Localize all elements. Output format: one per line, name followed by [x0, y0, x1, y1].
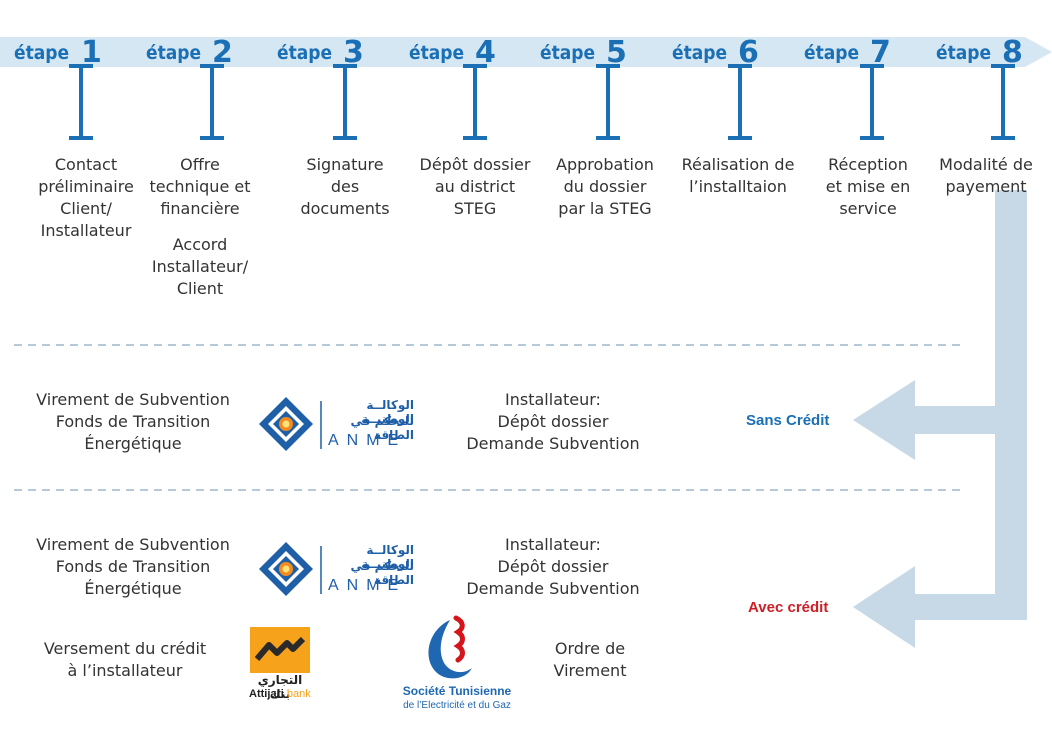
step-number: 1	[81, 35, 102, 70]
step-word: étape	[14, 42, 70, 64]
step-6-heading: étape 6	[672, 34, 782, 68]
description-line: Approbation	[556, 155, 654, 174]
step-7-marker	[860, 64, 884, 140]
description-line: financière	[160, 199, 240, 218]
payment-flow-bar	[995, 190, 1027, 620]
step-6-marker	[728, 64, 752, 140]
step-word: étape	[804, 42, 860, 64]
step-4-heading: étape 4	[409, 34, 519, 68]
description-line: Installateur/	[151, 257, 249, 276]
description-line: Modalité de	[939, 155, 1033, 174]
step-number: 2	[212, 35, 233, 70]
step-3-marker	[333, 64, 357, 140]
avec-credit-label: Avec crédit	[748, 599, 829, 616]
step-5-heading: étape 5	[540, 34, 650, 68]
description-line: service	[839, 199, 897, 218]
step-2-marker	[200, 64, 224, 140]
step-1-marker	[69, 64, 93, 140]
step-number: 6	[738, 35, 759, 70]
step-8-marker	[991, 64, 1015, 140]
step-7-description: Réception et mise en service	[803, 154, 933, 220]
step-number: 7	[870, 35, 891, 70]
description-line: l’installtaion	[689, 177, 787, 196]
description-line	[135, 220, 265, 234]
description-line: des	[330, 177, 360, 196]
sans-credit-label: Sans Crédit	[746, 412, 830, 429]
step-3-description: Signature des documents	[280, 154, 410, 220]
description-line: par la STEG	[558, 199, 652, 218]
sans-credit-arrow	[853, 380, 995, 460]
step-number: 3	[343, 35, 364, 70]
description-line: Signature	[306, 155, 384, 174]
step-word: étape	[277, 42, 333, 64]
description-line: Client/	[60, 199, 112, 218]
step-7-heading: étape 7	[804, 34, 914, 68]
step-number: 4	[475, 35, 496, 70]
step-8-heading: étape 8	[936, 34, 1046, 68]
step-number: 5	[606, 35, 627, 70]
description-line: Installateur	[40, 221, 132, 240]
description-line: Réception	[828, 155, 908, 174]
step-number: 8	[1002, 35, 1023, 70]
description-line: au district	[434, 177, 516, 196]
description-line: STEG	[453, 199, 497, 218]
description-line: technique et	[149, 177, 251, 196]
description-line: documents	[300, 199, 390, 218]
description-line: Offre	[180, 155, 220, 174]
timeline-chevrons	[118, 37, 952, 67]
anme-logo: الوكالــة الوطنيــة للتحكم في الطاقة ANM…	[258, 395, 418, 453]
step-word: étape	[672, 42, 728, 64]
step-4-marker	[463, 64, 487, 140]
step-word: étape	[936, 42, 992, 64]
description-line: Dépôt dossier	[419, 155, 531, 174]
step-3-heading: étape 3	[277, 34, 387, 68]
step-1-heading: étape 1	[14, 34, 124, 68]
avec-credit-arrow	[853, 566, 1027, 648]
description-line: payement	[945, 177, 1027, 196]
description-line: Client	[176, 279, 224, 298]
anme-logo: الوكالــة الوطنيــة للتحكم في الطاقة ANM…	[258, 540, 418, 598]
description-line: Réalisation de	[681, 155, 795, 174]
step-5-description: Approbation du dossier par la STEG	[540, 154, 670, 220]
step-word: étape	[146, 42, 202, 64]
step-word: étape	[540, 42, 596, 64]
step-8-description: Modalité de payement	[922, 154, 1050, 198]
description-line: Accord	[172, 235, 228, 254]
description-line: préliminaire	[38, 177, 134, 196]
attijari-bank-logo: التجاري بنك Attijari bank	[247, 625, 337, 705]
steg-logo: Société Tunisienne de l’Electricité et d…	[392, 612, 522, 722]
step-word: étape	[409, 42, 465, 64]
step-2-heading: étape 2	[146, 34, 256, 68]
description-line: du dossier	[563, 177, 647, 196]
step-6-description: Réalisation de l’installtaion	[673, 154, 803, 198]
description-line: Contact	[54, 155, 118, 174]
step-5-marker	[596, 64, 620, 140]
description-line: et mise en	[825, 177, 911, 196]
